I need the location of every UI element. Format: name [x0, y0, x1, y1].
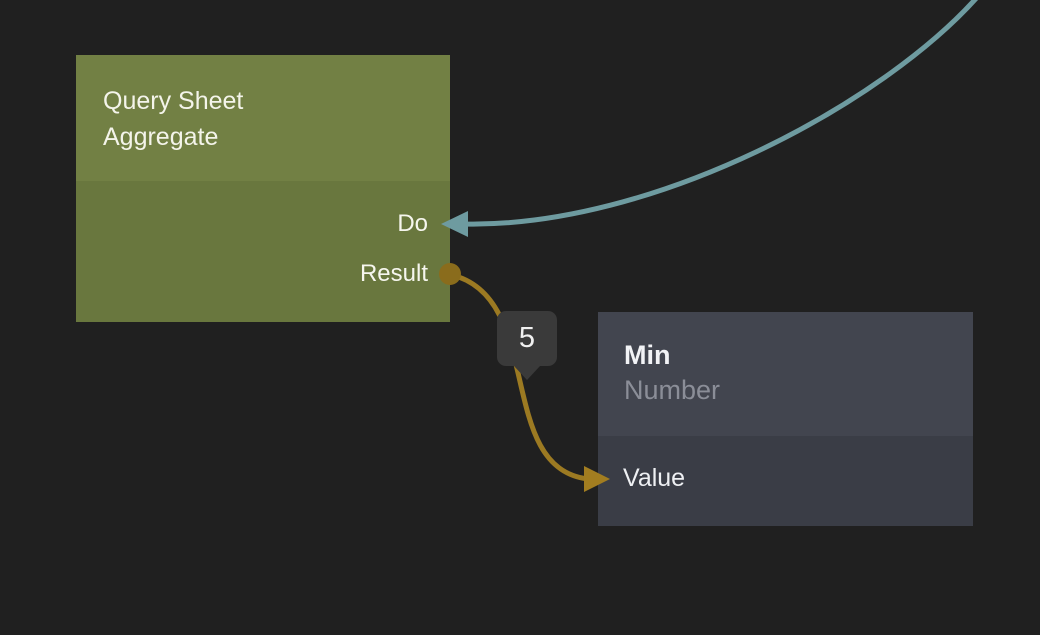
port-do[interactable]: Do: [397, 207, 428, 241]
node-query-sheet-aggregate[interactable]: Query Sheet Aggregate Do Result: [76, 55, 450, 322]
node-title: Query Sheet Aggregate: [103, 87, 244, 151]
node-body: Value: [598, 436, 973, 526]
node-header: Min Number: [598, 312, 973, 436]
exec-wire[interactable]: [461, 0, 980, 227]
port-value[interactable]: Value: [623, 461, 685, 495]
node-subtitle: Number: [624, 375, 721, 405]
port-value-label: Value: [623, 464, 686, 492]
port-result[interactable]: Result: [360, 257, 428, 291]
port-result-label: Result: [359, 260, 428, 287]
node-body: Do Result: [76, 181, 450, 322]
port-do-label: Do: [397, 210, 428, 237]
wire-value-badge-text: 5: [518, 322, 536, 354]
wire-value-badge-pointer-icon: [514, 366, 540, 380]
node-min[interactable]: Min Number Value: [598, 312, 973, 526]
node-title: Min: [624, 340, 671, 370]
node-header: Query Sheet Aggregate: [76, 55, 450, 181]
wire-value-badge: 5: [497, 311, 557, 380]
